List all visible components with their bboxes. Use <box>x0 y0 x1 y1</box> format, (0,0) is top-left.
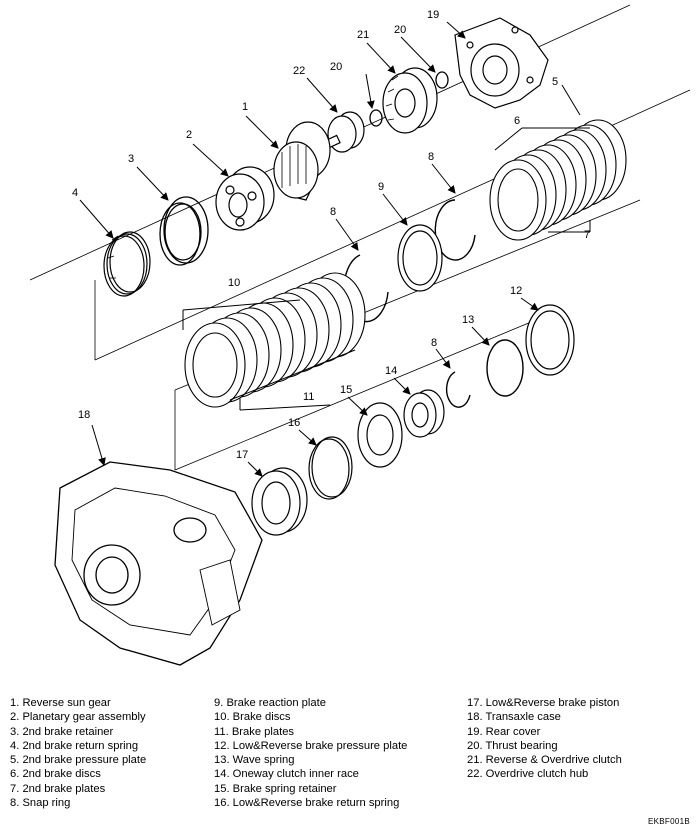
callout-13: 13 <box>462 314 474 326</box>
spring-retainer-part <box>357 402 403 468</box>
legend-item: 9. Brake reaction plate <box>214 697 326 709</box>
overdrive-clutch-part <box>382 67 438 134</box>
thrust-bearing-part <box>369 71 449 127</box>
callout-14: 14 <box>385 365 397 377</box>
legend-column-2: 9. Brake reaction plate 10. Brake discs … <box>214 696 407 810</box>
callout-labels: 1 2 3 4 5 6 7 8 8 8 9 10 11 12 13 14 15 … <box>72 9 590 461</box>
bracket-lines-upper <box>494 84 591 233</box>
legend-item: 2. Planetary gear assembly <box>10 711 146 724</box>
callout-18: 18 <box>78 409 90 421</box>
legend-item: 15. Brake spring retainer <box>214 782 337 795</box>
legend-item: 17. Low&Reverse brake piston <box>467 697 620 709</box>
callout-10: 10 <box>228 277 240 289</box>
return-spring-part <box>103 231 151 297</box>
legend-item: 3. 2nd brake retainer <box>10 725 114 738</box>
callout-20a: 20 <box>394 24 406 36</box>
legend-item: 4. 2nd brake return spring <box>10 739 139 752</box>
legend-item: 11. Brake plates <box>214 725 295 738</box>
legend-item: 7. 2nd brake plates <box>10 782 106 795</box>
wave-spring-part <box>486 339 524 397</box>
transaxle-case-part <box>54 461 263 666</box>
legend-item: 16. Low&Reverse brake return spring <box>214 797 400 810</box>
legend-item: 8. Snap ring <box>10 797 71 810</box>
callout-12: 12 <box>510 285 522 297</box>
callout-6: 6 <box>514 115 520 127</box>
callout-5: 5 <box>552 76 558 88</box>
legend-item: 21. Reverse & Overdrive clutch <box>467 754 622 767</box>
low-reverse-brake-pack-part <box>184 272 366 408</box>
bracket-lines-lower <box>182 299 356 411</box>
callout-1: 1 <box>242 101 248 113</box>
legend-item: 14. Oneway clutch inner race <box>214 768 359 781</box>
rear-cover-part <box>454 17 549 109</box>
callout-17: 17 <box>236 449 248 461</box>
reverse-sun-gear-part <box>273 121 331 201</box>
legend-item: 1. Reverse sun gear <box>10 697 111 709</box>
legend-item: 5. 2nd brake pressure plate <box>10 754 147 767</box>
callout-4: 4 <box>72 187 78 199</box>
planetary-gear-part <box>215 166 275 231</box>
legend-item: 20. Thrust bearing <box>467 739 558 752</box>
callout-19: 19 <box>427 9 439 21</box>
callout-8c: 8 <box>431 337 437 349</box>
exploded-view-diagram: 1 2 3 4 5 6 7 8 8 8 9 10 11 12 13 14 15 … <box>29 4 691 666</box>
callout-11: 11 <box>303 391 314 403</box>
legend-item: 10. Brake discs <box>214 711 291 724</box>
legend-column-1: 1. Reverse sun gear 2. Planetary gear as… <box>10 696 146 810</box>
figure-code: EKBF001B <box>648 817 690 826</box>
legend-item: 22. Overdrive clutch hub <box>467 768 589 781</box>
leader-lines <box>79 21 539 477</box>
callout-21: 21 <box>357 29 369 41</box>
callout-22: 22 <box>293 65 305 77</box>
callout-2: 2 <box>186 129 192 141</box>
legend-item: 12. Low&Reverse brake pressure plate <box>214 739 408 752</box>
inner-race-part <box>403 389 445 438</box>
pressure-plate-part <box>525 304 575 376</box>
brake-reaction-plate-part <box>397 224 443 292</box>
callout-7: 7 <box>584 229 590 241</box>
brake-retainer-part <box>159 196 209 266</box>
callout-20b: 20 <box>330 61 342 73</box>
legend-item: 19. Rear cover <box>467 725 541 738</box>
callout-16: 16 <box>288 417 300 429</box>
callout-9: 9 <box>378 181 384 193</box>
legend-column-3: 17. Low&Reverse brake piston 18. Transax… <box>467 696 622 782</box>
legend-item: 6. 2nd brake discs <box>10 768 101 781</box>
legend-item: 18. Transaxle case <box>467 711 561 724</box>
second-brake-pack-part <box>489 119 627 241</box>
legend-item: 13. Wave spring <box>214 754 295 767</box>
callout-15: 15 <box>340 384 352 396</box>
callout-8b: 8 <box>330 206 336 218</box>
piston-part <box>251 467 308 536</box>
callout-8a: 8 <box>428 151 434 163</box>
low-reverse-return-spring-part <box>308 436 353 500</box>
callout-3: 3 <box>128 153 134 165</box>
